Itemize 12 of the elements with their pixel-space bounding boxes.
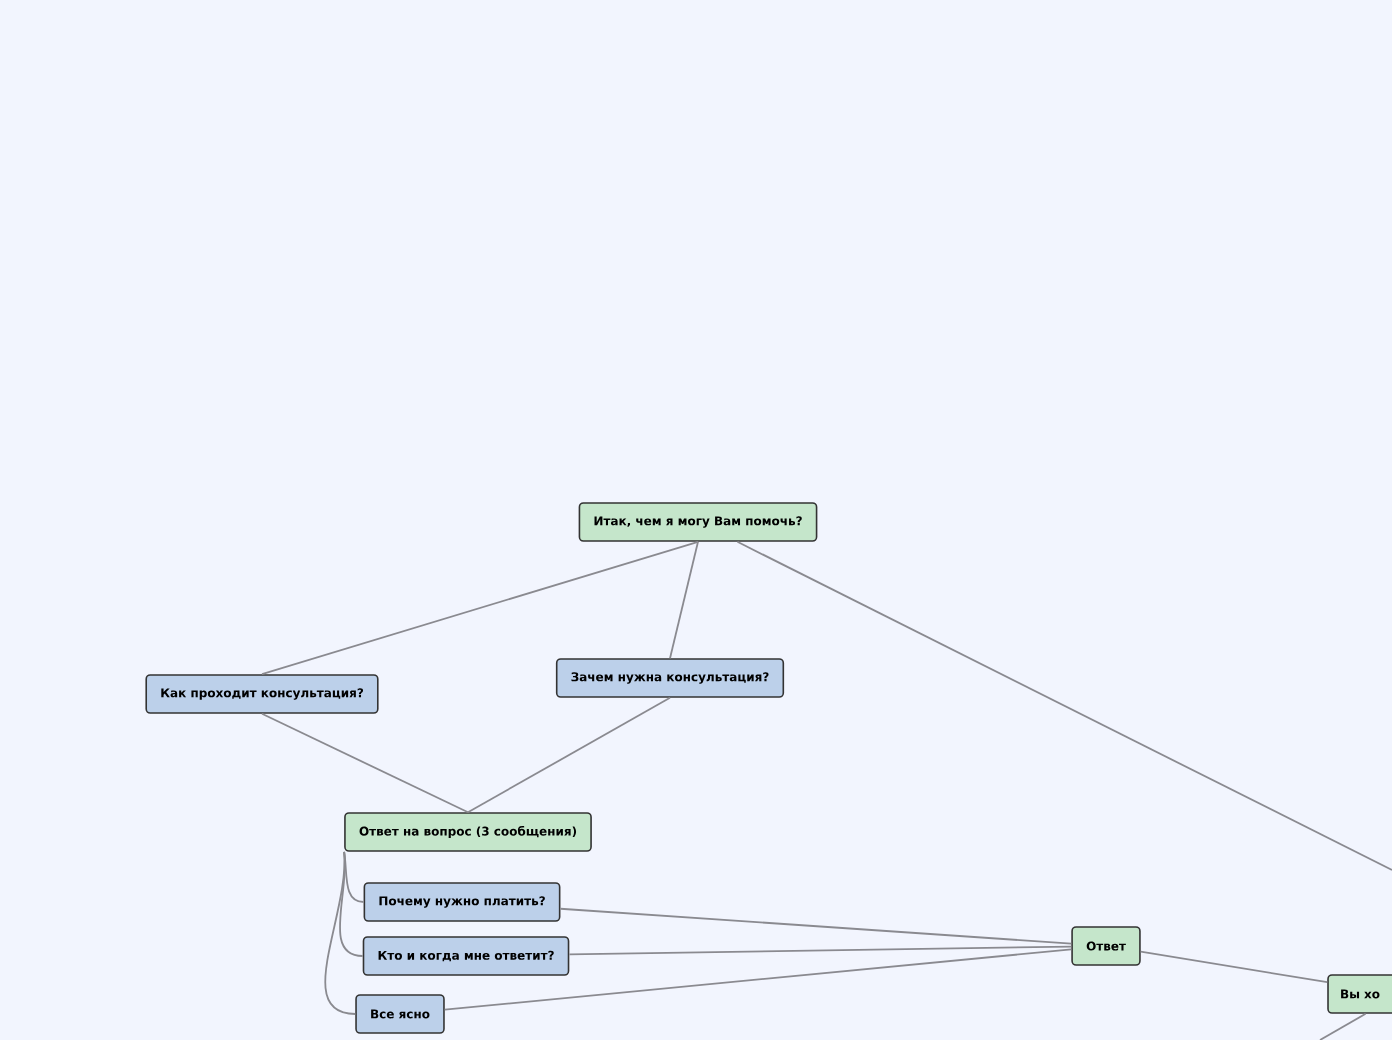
connector-line: [669, 540, 699, 660]
connector-line: [443, 948, 1073, 1011]
connector-line: [261, 712, 469, 814]
connector-line: [343, 850, 365, 903]
connector-line: [559, 907, 1073, 945]
connector-line: [324, 850, 357, 1015]
connector-line: [261, 540, 699, 676]
connector-line: [568, 945, 1073, 956]
connector-line: [467, 696, 671, 814]
connector-line: [736, 540, 1392, 871]
connector-line: [1139, 950, 1329, 984]
connector-line: [1319, 1012, 1367, 1040]
